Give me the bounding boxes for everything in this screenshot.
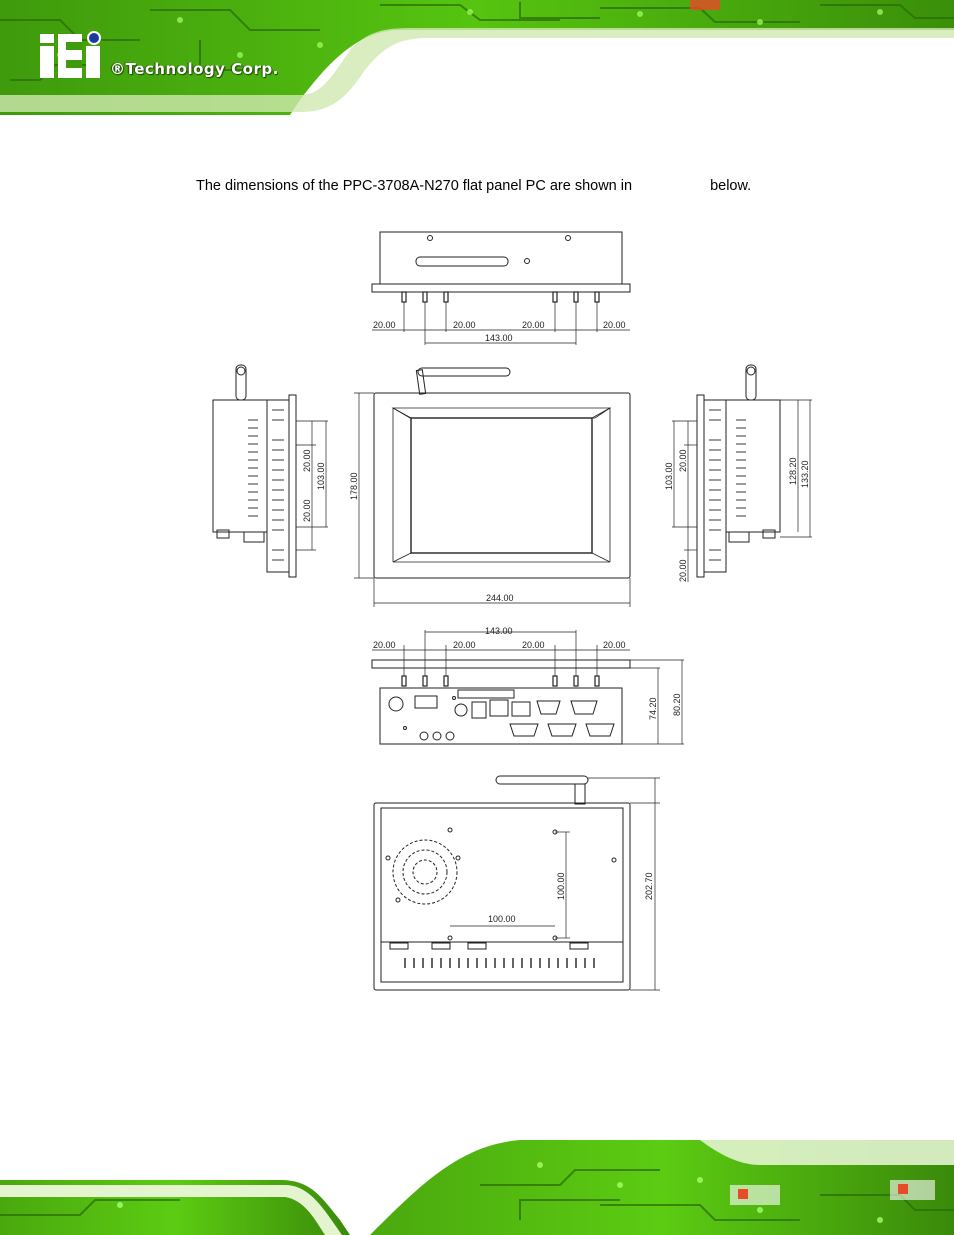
bottom-view: 143.00 20.00 20.00 20.00 20.00 74.20 80.…: [371, 626, 684, 745]
intro-text: The dimensions of the PPC-3708A-N270 fla…: [196, 178, 633, 194]
dim-rear-vesa-horizontal: 100.00: [488, 914, 516, 924]
dim-top-pitch-2: 20.00: [453, 320, 476, 330]
rear-view: 100.00 100.00 202.70: [373, 775, 660, 991]
intro-text-end: below.: [710, 178, 752, 194]
company-name: ®Technology Corp.: [110, 60, 279, 78]
dim-rear-height: 202.70: [644, 872, 654, 900]
dim-top-pitch-1: 20.00: [373, 320, 396, 330]
dim-right-span: 103.00: [664, 462, 674, 490]
circuit-board-footer: [0, 1140, 954, 1235]
intro-sentence: The dimensions of the PPC-3708A-N270 fla…: [196, 178, 816, 194]
top-view: 20.00 20.00 20.00 20.00 143.00: [371, 231, 631, 345]
dim-right-height-outer: 133.20: [800, 460, 810, 488]
left-side-view: 20.00 103.00 20.00: [212, 364, 328, 578]
iei-logo-mark: [40, 31, 101, 78]
dim-front-width: 244.00: [486, 593, 514, 603]
circuit-board-banner: [0, 0, 954, 115]
dim-right-pitch-top: 20.00: [678, 449, 688, 472]
page-footer: [0, 1125, 954, 1235]
dim-bottom-pitch-4: 20.00: [603, 640, 626, 650]
dim-left-pitch-bottom: 20.00: [302, 499, 312, 522]
dim-top-pitch-4: 20.00: [603, 320, 626, 330]
dim-top-span: 143.00: [485, 333, 513, 343]
right-side-view: 103.00 20.00 20.00 128.20 133.20: [664, 364, 812, 582]
dim-bottom-pitch-2: 20.00: [453, 640, 476, 650]
dim-left-span: 103.00: [316, 462, 326, 490]
dim-bottom-depth-inner: 74.20: [648, 697, 658, 720]
dim-right-height-inner: 128.20: [788, 457, 798, 485]
dim-bottom-depth-outer: 80.20: [672, 693, 682, 716]
dim-bottom-pitch-3: 20.00: [522, 640, 545, 650]
dim-front-height: 178.00: [349, 472, 359, 500]
dim-rear-vesa-vertical: 100.00: [556, 872, 566, 900]
dim-bottom-span: 143.00: [485, 626, 513, 636]
dim-right-pitch-bottom: 20.00: [678, 559, 688, 582]
front-view: 178.00 244.00: [349, 367, 631, 607]
dim-left-pitch-top: 20.00: [302, 449, 312, 472]
page-header: ®Technology Corp.: [0, 0, 954, 115]
dim-top-pitch-3: 20.00: [522, 320, 545, 330]
dim-bottom-pitch-1: 20.00: [373, 640, 396, 650]
